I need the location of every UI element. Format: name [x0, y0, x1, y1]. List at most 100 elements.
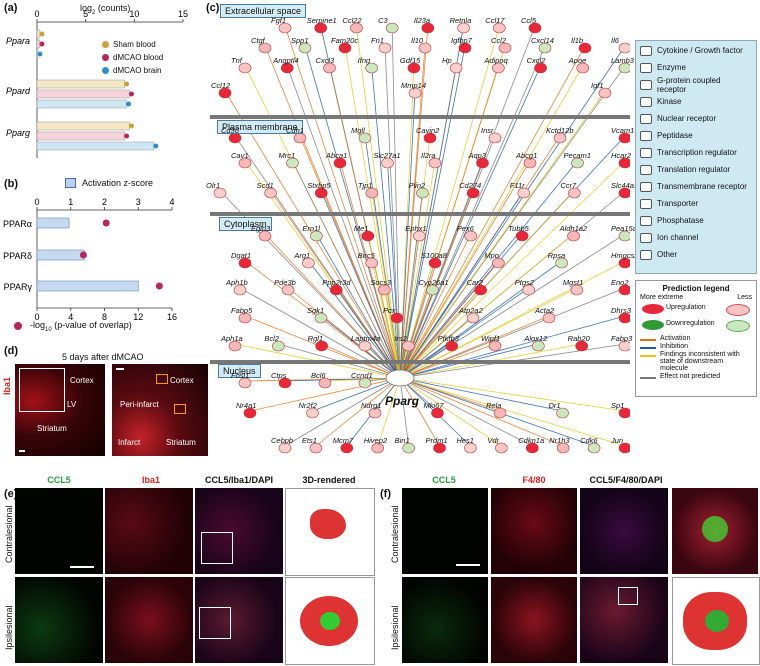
up-extreme-swatch [642, 304, 664, 314]
node-fabp5 [238, 312, 252, 324]
gene-label-adipoq: Adipoq [484, 56, 508, 65]
gene-label-fgf1: Fgf1 [271, 16, 287, 25]
edge-pecam1 [399, 160, 578, 379]
tick-label-b-bottom: 12 [133, 312, 143, 322]
gene-label-pcx: Pcx [383, 306, 396, 315]
edge-bin1 [399, 377, 410, 447]
node-vdr [495, 442, 508, 454]
gene-label-nr4a1: Nr4a1 [236, 401, 257, 410]
node-ccl5 [528, 22, 542, 34]
edge-mmp14 [399, 90, 416, 379]
edge-f11r [399, 190, 525, 379]
tick-label-b-bottom: 8 [102, 312, 107, 322]
gene-label-eno2: Eno2 [611, 278, 629, 287]
row-label-b: PPARα [3, 219, 32, 229]
node-cebpb [278, 442, 292, 454]
bar-a [36, 131, 125, 141]
edge-ephx1 [399, 233, 420, 379]
shape-icon [640, 45, 652, 56]
compartment-divider [210, 115, 630, 119]
gene-label-fosl1: Fosl1 [231, 371, 250, 380]
dot-a [37, 51, 43, 57]
shape-legend-row: Nuclear receptor [636, 109, 756, 126]
prediction-line-row: Effect not predicted [640, 373, 752, 380]
edge-angptl4 [286, 65, 401, 379]
gene-label-il10: Il10 [411, 36, 424, 45]
gene-label-pfkfb3: Pfkfb3 [437, 334, 459, 343]
gene-label-bcl6: Bcl6 [311, 371, 326, 380]
image-e-merge-ipsi [195, 577, 283, 663]
node-socs3 [378, 284, 391, 296]
edge-nr4a1 [249, 377, 401, 412]
shape-legend-row: Cytokine / Growth factor [636, 41, 756, 58]
node-rpsa [555, 257, 568, 269]
upregulation-label: Upregulation [666, 304, 706, 311]
gene-label-ccl22: Ccl22 [342, 16, 362, 25]
node-alox12 [532, 340, 545, 352]
dot-a [124, 81, 130, 87]
dot-b [155, 282, 163, 290]
network-diagram [210, 22, 630, 454]
dot-a [128, 123, 134, 129]
gene-label-il6: Il6 [611, 36, 619, 45]
gene-label-nr1h3: Nr1h3 [549, 436, 570, 445]
gene-label-plin2: Plin2 [408, 181, 426, 190]
gene-label-kctd12b: Kctd12b [546, 126, 574, 135]
gene-label-wipf1: Wipf1 [481, 334, 501, 343]
node-jun [618, 442, 630, 454]
gene-label-bin1: Bin1 [394, 436, 410, 445]
bar-a [36, 89, 130, 99]
node-kctd12b [553, 132, 567, 144]
tick-label-b-top: 0 [34, 197, 39, 207]
bar-b [36, 280, 139, 292]
legend-bar-swatch [65, 178, 76, 188]
node-s100a8 [428, 257, 442, 269]
node-cd274 [466, 187, 480, 199]
image-f-3d [672, 577, 760, 665]
label-cortex-left: Cortex [70, 376, 94, 385]
gene-label-aph1b: Aph1b [226, 278, 248, 287]
brain-section-zoom: Cortex Peri-infarct Infarct Striatum [112, 364, 208, 456]
node-dhrs3 [618, 312, 630, 324]
node-tjp1 [365, 187, 379, 199]
tick-label-b-top: 3 [136, 197, 141, 207]
gene-label-a: Pparg [6, 128, 30, 138]
shape-legend-row: Enzyme [636, 58, 756, 75]
gene-label-arg1: Arg1 [294, 251, 311, 260]
gene-label-abca1: Abca1 [326, 151, 348, 160]
gene-label-irs2: Irs2 [394, 334, 407, 343]
gene-label-igf1: Igf1 [591, 81, 604, 90]
edge-dr1 [399, 377, 563, 412]
compartment-divider [210, 212, 630, 216]
panel-label-f: (f) [380, 488, 391, 500]
node-serpine1 [314, 22, 328, 34]
edge-atp2a2 [399, 315, 474, 379]
gene-label-gdf15: Gdf15 [399, 56, 421, 65]
shape-legend-label: Transmembrane receptor [657, 182, 747, 191]
gene-label-ctgf: Ctgf [251, 36, 265, 45]
label-cortex-right: Cortex [170, 376, 194, 385]
legend-b: Activation z-score [65, 178, 153, 188]
node-stxbp5 [314, 187, 328, 199]
node-mgll [358, 132, 372, 144]
gene-label-ero1l: Ero1l [302, 224, 320, 233]
node-laptm4a [358, 340, 372, 352]
node-il6 [618, 42, 630, 54]
shape-legend-row: Ion channel [636, 228, 756, 245]
gene-label-slc44a1: Slc44a1 [611, 181, 639, 190]
node-bin1 [402, 442, 415, 454]
gene-label-aph1a: Aph1a [221, 334, 243, 343]
gene-label-cdk6: Cdk6 [580, 436, 598, 445]
gene-label-retnla: Retnla [449, 16, 472, 25]
node-fosl1 [238, 377, 252, 389]
gene-label-ndrg1: Ndrg1 [361, 401, 382, 410]
edge-aph1b [239, 287, 401, 379]
node-ets1 [309, 442, 323, 454]
gene-label-tnf: Tnf [231, 56, 242, 65]
gene-label-dgat1: Dgat1 [231, 251, 252, 260]
shape-legend-label: Kinase [657, 97, 682, 106]
panel-label-d: (d) [4, 345, 19, 357]
shape-legend-row: Transcription regulator [636, 143, 756, 160]
gene-label-ccl17: Ccl17 [485, 16, 505, 25]
